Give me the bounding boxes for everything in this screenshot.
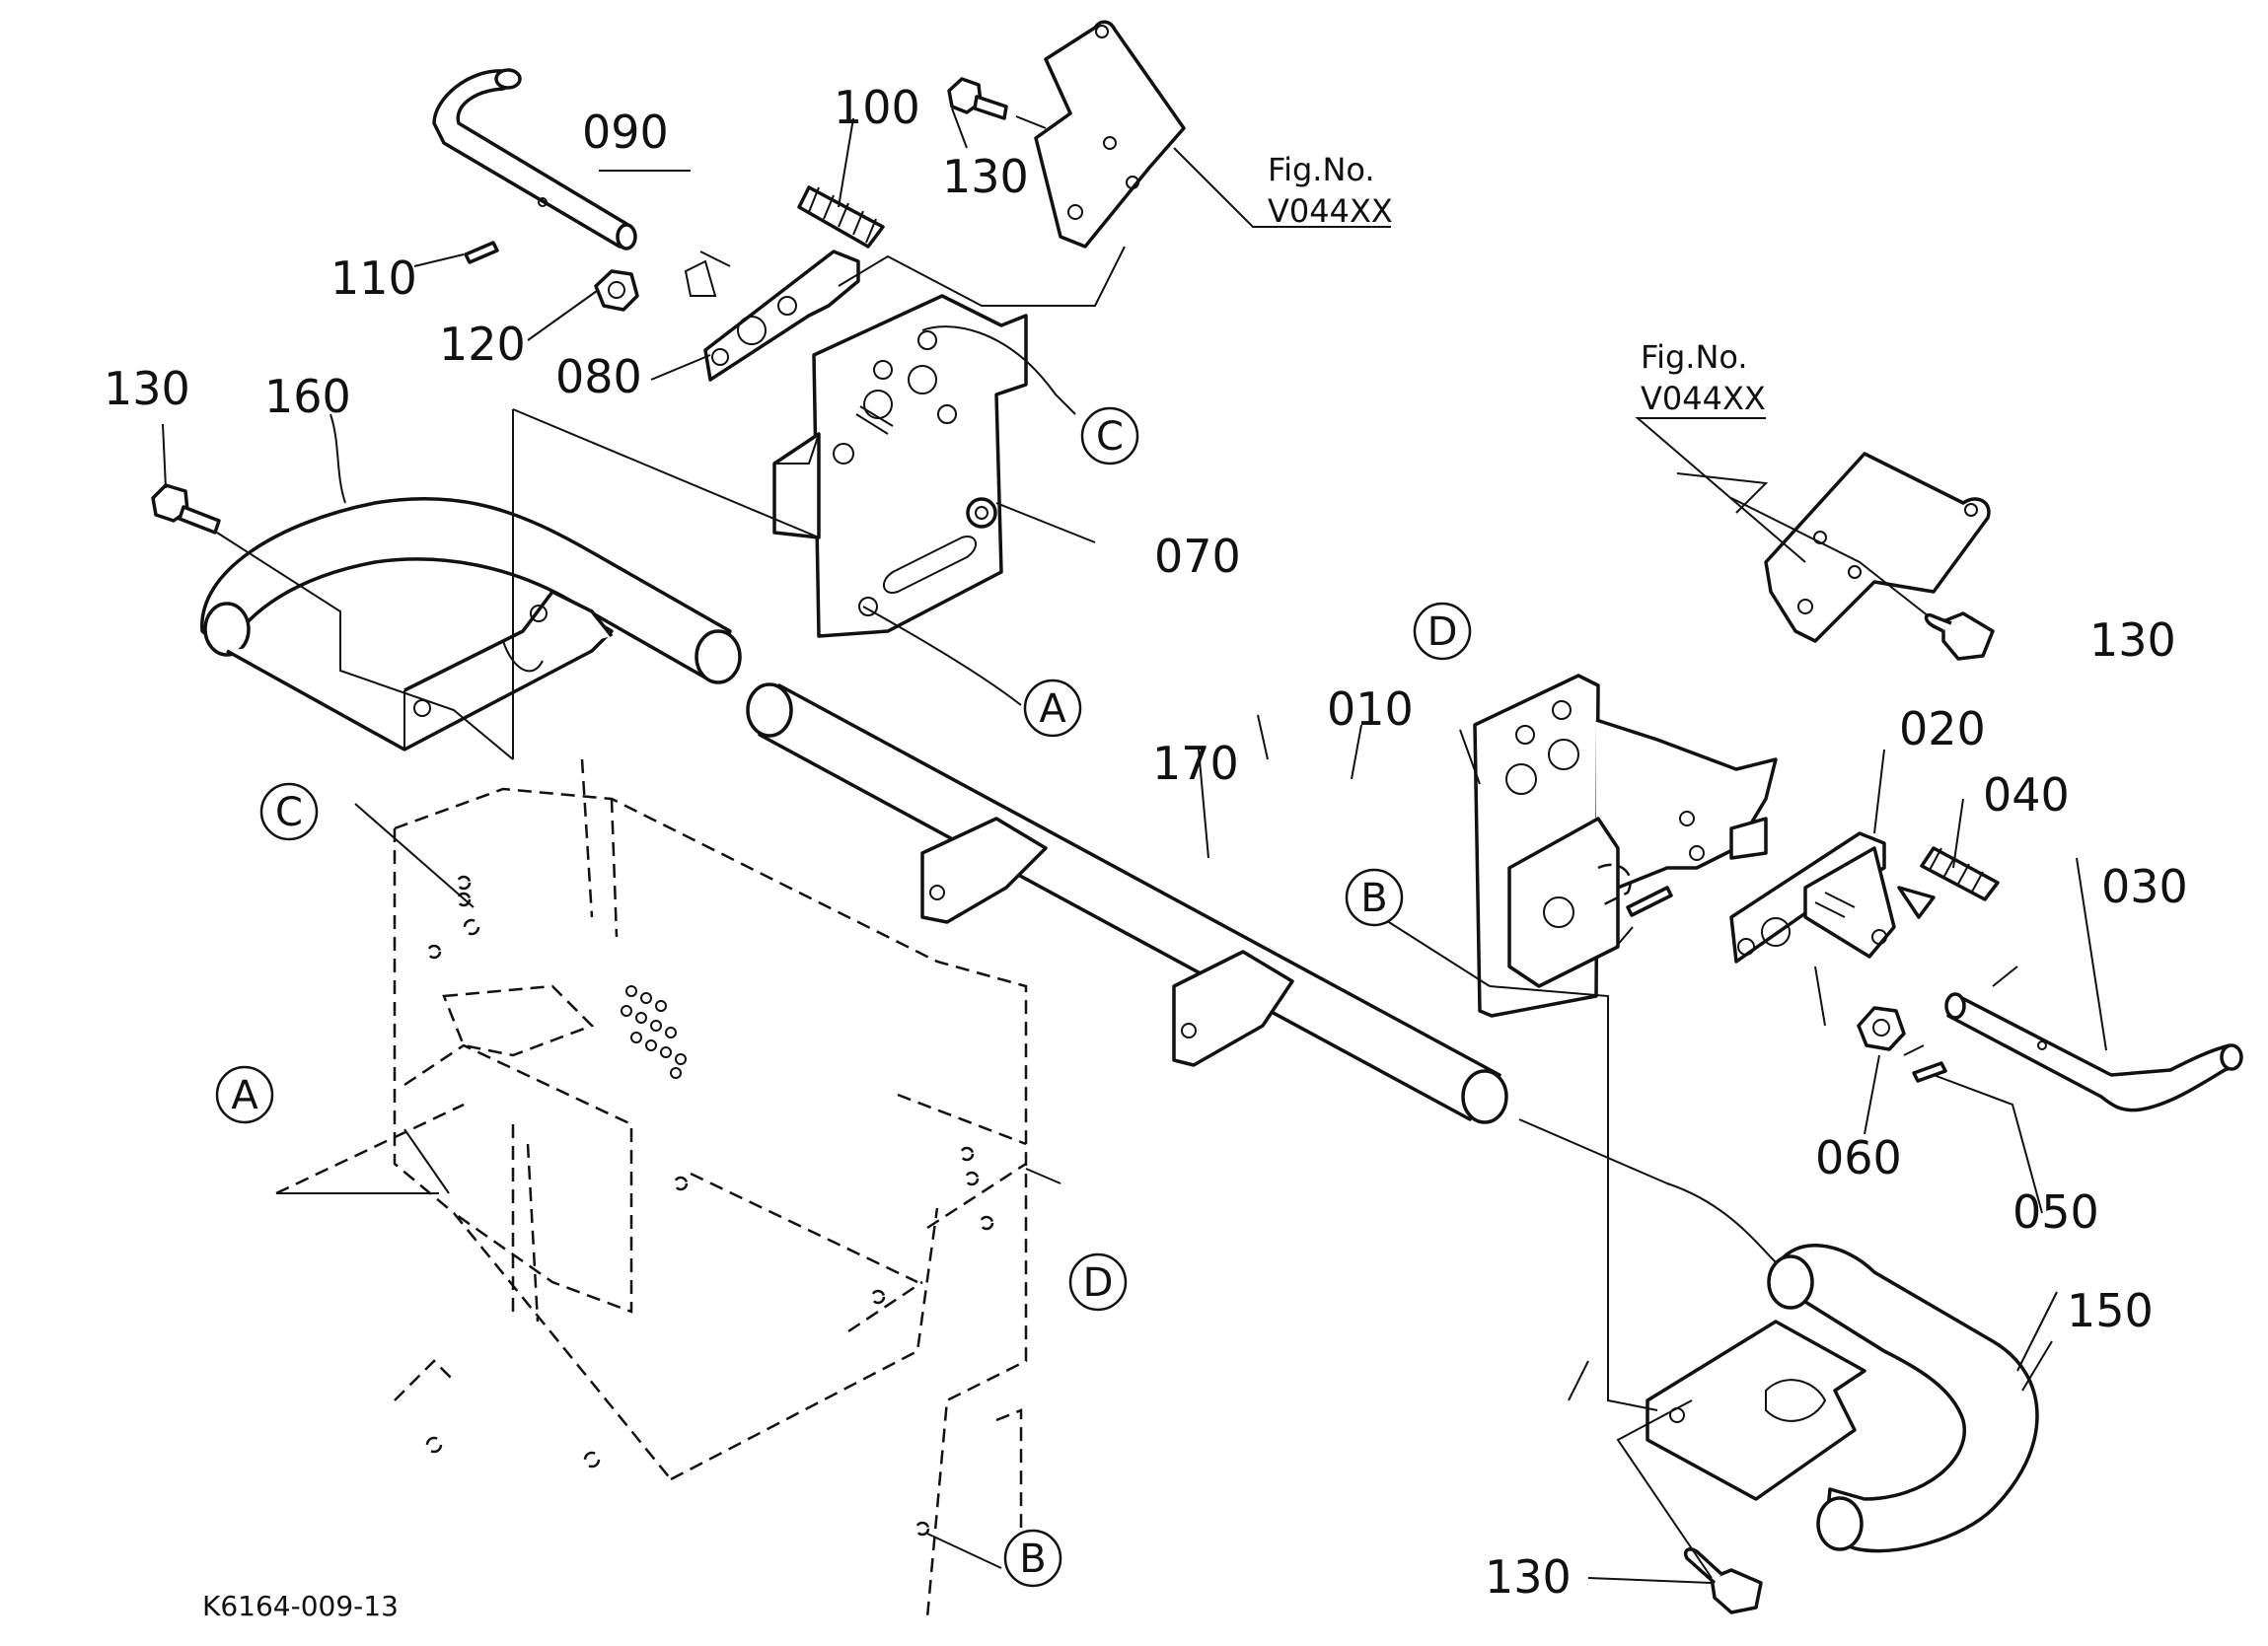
label-020: 020 — [1899, 702, 1986, 755]
part-030-rod — [1944, 992, 2243, 1112]
label-160: 160 — [264, 370, 351, 423]
label-010: 010 — [1327, 682, 1414, 736]
part-130-bolt-right — [1924, 611, 1995, 661]
label-080: 080 — [555, 350, 642, 403]
figref-right-line1: Fig.No. — [1641, 338, 1748, 376]
label-040: 040 — [1983, 768, 2070, 822]
vent-holes — [621, 985, 687, 1079]
svg-text:D: D — [1427, 609, 1458, 655]
callout-b-right: B — [1345, 868, 1404, 927]
part-070-bracket — [772, 294, 1028, 638]
callouts: C A D B C A D B — [215, 406, 1472, 1588]
label-170: 170 — [1152, 737, 1239, 790]
part-040-spring — [1897, 846, 2000, 919]
callout-c-upper: C — [1080, 406, 1139, 465]
diagram-code: K6164-009-13 — [202, 1590, 399, 1622]
label-050: 050 — [2012, 1185, 2099, 1239]
figref-upper-line1: Fig.No. — [1268, 151, 1375, 188]
part-050-pin — [1912, 1061, 1947, 1083]
part-110-pin-upper — [464, 241, 499, 264]
figref-bracket-right — [1764, 452, 1991, 643]
callout-b-lower: B — [1003, 1529, 1062, 1588]
callout-a-lower: A — [215, 1065, 274, 1124]
label-150: 150 — [2067, 1284, 2154, 1337]
part-090-rod — [432, 68, 637, 250]
svg-text:C: C — [275, 790, 303, 835]
callout-a-upper: A — [1023, 679, 1082, 738]
label-060: 060 — [1815, 1131, 1902, 1184]
part-160-left-handle — [200, 496, 742, 751]
figure-ref-right: Fig.No. V044XX — [1641, 338, 1766, 417]
label-130-upper: 130 — [942, 150, 1029, 203]
callout-d-lower: D — [1068, 1252, 1128, 1312]
label-130-right: 130 — [2089, 613, 2176, 667]
callout-d-right: D — [1413, 602, 1472, 661]
svg-text:A: A — [231, 1073, 258, 1118]
part-130-bolt-upper — [947, 77, 1008, 120]
part-labels: 090 100 130 110 120 080 130 160 070 130 … — [104, 81, 2188, 1604]
label-110: 110 — [330, 251, 417, 305]
part-130-bolt-left — [151, 483, 221, 535]
label-070: 070 — [1154, 530, 1241, 583]
label-130-lower: 130 — [1485, 1550, 1572, 1604]
figref-upper-line2: V044XX — [1268, 192, 1393, 230]
figure-ref-upper: Fig.No. V044XX — [1268, 151, 1393, 230]
part-100-spring-upper — [797, 185, 885, 249]
label-030: 030 — [2101, 860, 2188, 913]
svg-text:A: A — [1039, 686, 1066, 732]
part-060-nut — [1857, 1006, 1906, 1051]
frame-body — [275, 758, 1028, 1618]
part-130-bolt-lower — [1684, 1547, 1763, 1614]
svg-text:B: B — [1360, 876, 1387, 921]
callout-c-lower: C — [259, 782, 319, 841]
part-010-bracket — [1473, 674, 1778, 1018]
label-100: 100 — [834, 81, 920, 134]
part-150-right-handle — [1646, 1244, 2039, 1553]
svg-text:C: C — [1096, 414, 1124, 460]
label-090: 090 — [582, 106, 669, 159]
part-080-plate — [684, 250, 860, 382]
figref-right-line2: V044XX — [1641, 380, 1766, 417]
part-170-shaft — [746, 682, 1508, 1124]
figref-bracket-upper — [1034, 20, 1186, 249]
label-120: 120 — [439, 318, 526, 371]
leader-lines — [162, 107, 2107, 1584]
svg-text:B: B — [1019, 1537, 1046, 1582]
part-120-nut-upper — [594, 269, 894, 435]
part-020-plate — [1729, 831, 1896, 964]
label-130-left: 130 — [104, 362, 190, 415]
svg-text:D: D — [1083, 1260, 1114, 1306]
